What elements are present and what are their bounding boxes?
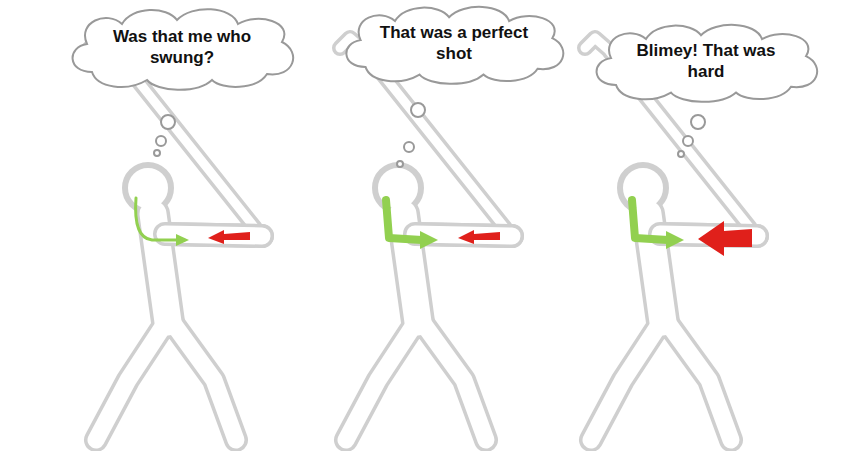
- thought-bubble: [411, 103, 425, 117]
- thought-text: Blimey! That was hard: [631, 40, 781, 82]
- rotation-arrow: [386, 200, 422, 240]
- thought-bubble: [691, 115, 705, 129]
- thought-bubbles: [154, 103, 705, 167]
- thought-bubble: [678, 151, 684, 157]
- thought-cloud: Was that me who swung?: [62, 2, 302, 92]
- golfer-figure: [585, 38, 757, 440]
- thought-cloud-shape: [346, 7, 563, 84]
- thought-bubble: [154, 150, 160, 156]
- thought-cloud: Blimey! That was hard: [586, 18, 826, 104]
- thought-cloud-outline: [586, 18, 826, 104]
- thought-bubble: [161, 115, 175, 129]
- thought-bubble: [683, 136, 693, 146]
- rotation-arrowhead: [176, 234, 189, 246]
- force-arrow: [458, 230, 500, 244]
- thought-text: Was that me who swung?: [107, 26, 257, 68]
- thought-text: That was a perfect shot: [379, 22, 529, 64]
- thought-cloud-outline: [62, 2, 302, 92]
- golfer-figure: [90, 38, 262, 440]
- rotation-arrow: [136, 198, 176, 240]
- thought-cloud-shape: [73, 9, 294, 90]
- force-arrow: [208, 230, 250, 244]
- golfer-figure: [340, 38, 512, 440]
- thought-bubble: [404, 142, 414, 152]
- rotation-arrowhead: [666, 231, 684, 249]
- thought-bubble: [156, 136, 166, 146]
- thought-bubble: [397, 161, 403, 167]
- thought-cloud: That was a perfect shot: [336, 0, 572, 86]
- thought-cloud-shape: [597, 25, 818, 102]
- rotation-arrow: [632, 200, 668, 240]
- force-arrow: [698, 221, 752, 256]
- thought-cloud-outline: [336, 0, 572, 86]
- rotation-arrowhead: [420, 231, 438, 249]
